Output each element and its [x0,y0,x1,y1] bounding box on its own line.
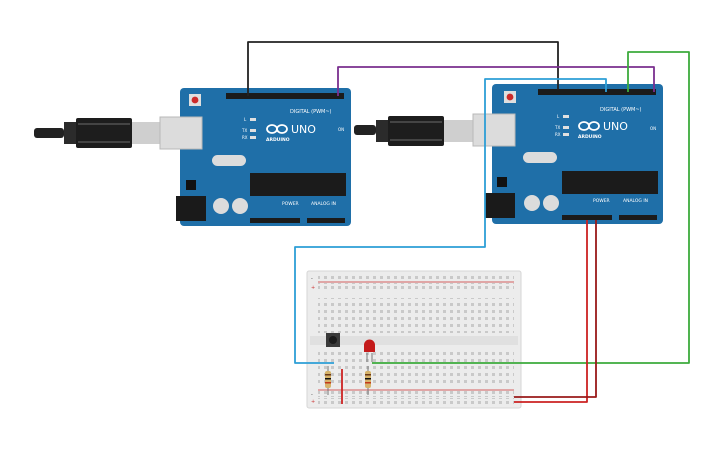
tx-label-right: TX [554,125,560,130]
tx-label-left: TX [241,128,247,133]
led[interactable] [364,339,376,362]
on-label-right: ON [650,126,656,131]
resistor-left[interactable] [325,366,331,395]
arduino-brand-right: ARDUINO [578,134,602,140]
resistor-right[interactable] [365,366,371,395]
usb-port-left [159,116,203,150]
push-button[interactable] [326,333,340,347]
digital-label-left: DIGITAL (PWM~) [290,109,332,115]
digital-header-right [538,89,656,95]
usb-cable-right [354,116,474,146]
rx-label-right: RX [555,132,561,137]
uno-logo-right: UNO [603,120,628,133]
rail-plus-label: + [311,285,315,291]
wire-green[interactable] [372,51,690,364]
usb-cable-left [34,118,162,148]
uno-logo-left: UNO [291,123,316,136]
lower-terminal-strip [318,348,514,383]
analog-header-left [307,218,345,223]
rail-minus-label-bottom: - [311,392,313,398]
power-label-right: POWER [593,198,610,204]
bottom-rail-plus [318,398,514,404]
breadboard: + - + - [306,270,522,409]
arduino-brand-left: ARDUINO [266,137,290,143]
rail-minus-label: - [311,276,313,282]
wire-darkred[interactable] [514,220,597,398]
top-rail-minus [318,275,514,281]
wires [247,41,690,403]
top-rail-plus [318,283,514,289]
arduino-uno-right: DIGITAL (PWM~) ON L TX RX UNO ARDUINO PO… [354,84,663,224]
usb-port-right [472,113,516,147]
power-header-left [250,218,300,223]
digital-header-left [226,93,344,99]
wire-red[interactable] [514,220,588,403]
analog-label-right: ANALOG IN [623,198,648,204]
rx-label-left: RX [242,135,248,140]
atmega-chip-left [250,173,346,196]
power-jack-left [176,196,206,221]
power-header-right [562,215,612,220]
wire-purple[interactable] [337,66,655,96]
rail-plus-label-bottom: + [311,399,315,405]
atmega-chip-right [562,171,658,194]
wire-cyan[interactable] [294,78,607,364]
l-label-left: L [244,117,247,122]
wire-black[interactable] [247,41,559,96]
l-label-right: L [557,114,560,119]
analog-label-left: ANALOG IN [311,201,336,207]
analog-header-right [619,215,657,220]
power-label-left: POWER [282,201,299,207]
digital-label-right: DIGITAL (PWM~) [600,107,642,113]
on-label-left: ON [338,127,344,132]
bottom-rail-minus [318,391,514,397]
upper-terminal-strip [318,298,514,333]
power-jack-right [485,193,515,218]
arduino-uno-left: DIGITAL (PWM~) ON L TX RX UNO ARDUINO PO… [34,88,351,226]
